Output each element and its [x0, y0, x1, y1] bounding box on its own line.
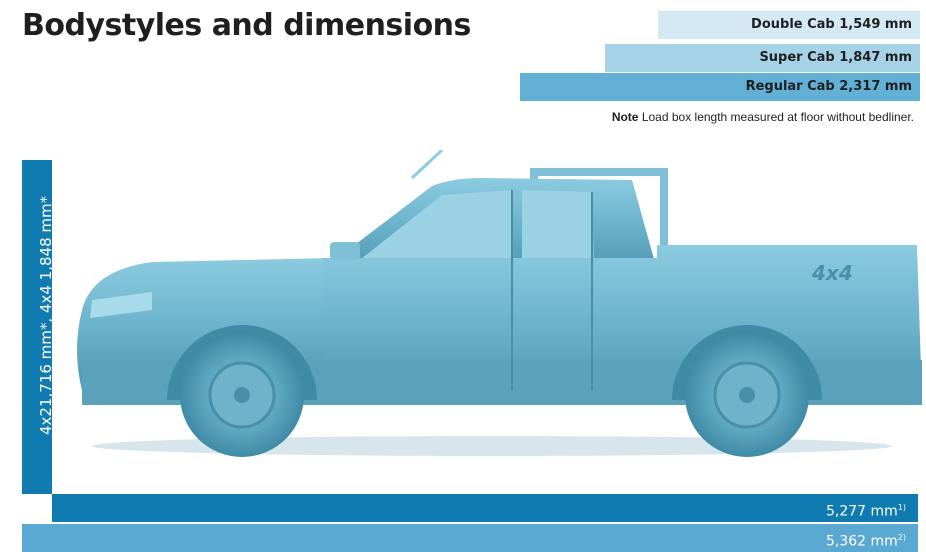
- super-cab-bar: Super Cab 1,847 mm: [605, 44, 920, 72]
- length-value-1: 5,277 mm: [825, 503, 898, 520]
- length-bar-2: 5,362 mm2): [22, 524, 918, 552]
- length-value-2: 5,362 mm: [825, 533, 898, 550]
- regular-cab-bar: Regular Cab 2,317 mm: [520, 73, 920, 101]
- length-footnote-1: 1): [897, 503, 906, 512]
- note-label: Note: [611, 110, 639, 124]
- pickup-truck-image: 4x4: [77, 150, 922, 457]
- height-dimension-label: 4x21,716 mm*, 4x4 1,848 mm*: [37, 195, 55, 435]
- page-title: Bodystyles and dimensions: [22, 8, 471, 43]
- antenna: [410, 150, 444, 180]
- note: Note Load box length measured at floor w…: [612, 110, 914, 124]
- note-text: Load box length measured at floor withou…: [638, 110, 914, 124]
- svg-text:4x4: 4x4: [811, 261, 853, 285]
- length-bar-1: 5,277 mm1): [52, 494, 918, 522]
- length-footnote-2: 2): [897, 533, 906, 542]
- height-dimension-bar: [22, 160, 52, 494]
- double-cab-bar: Double Cab 1,549 mm: [658, 11, 920, 39]
